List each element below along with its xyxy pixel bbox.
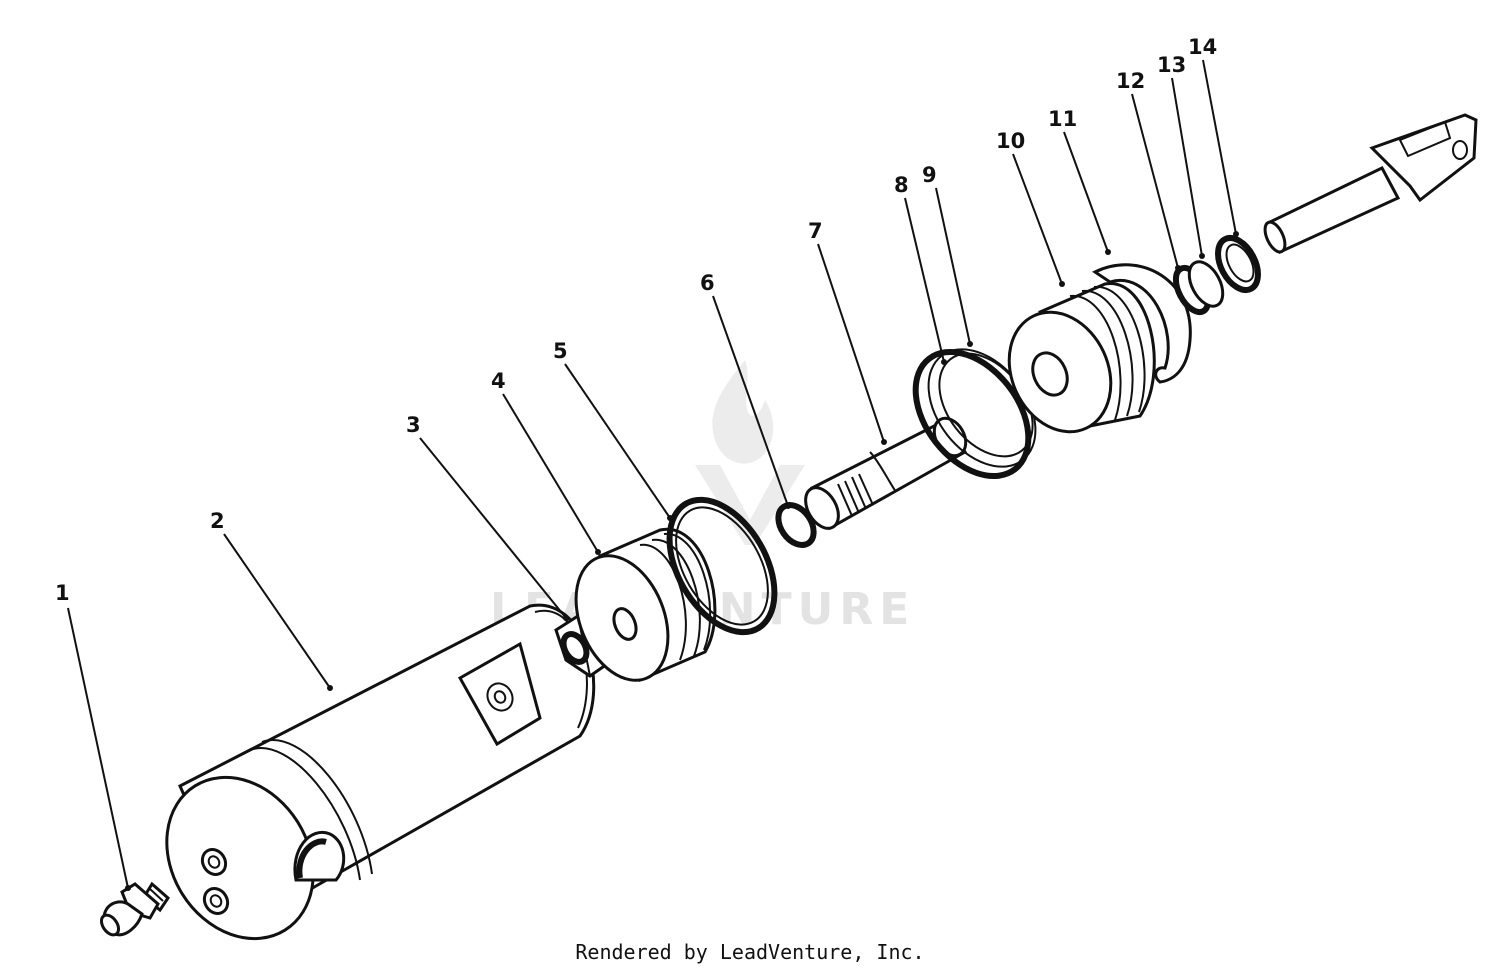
part-13-washer <box>1187 260 1225 308</box>
part-6-o-ring <box>775 502 817 548</box>
part-10-gland <box>1007 282 1156 434</box>
flame-logo-icon <box>712 360 774 464</box>
part-8-ring <box>912 348 1032 480</box>
leader-9 <box>935 187 971 345</box>
leader-11 <box>1063 131 1109 253</box>
callout-3: 3 <box>406 413 421 437</box>
leader-6 <box>712 295 789 507</box>
part-14-wiper <box>1215 235 1261 293</box>
leader-13 <box>1171 77 1203 257</box>
leader-endpoints <box>125 231 1239 891</box>
leader-14 <box>1202 59 1237 235</box>
part-7-piston-rod <box>804 416 968 531</box>
callout-labels: 1 2 3 4 5 6 7 8 9 10 11 12 13 14 <box>55 35 1217 605</box>
v-logo-icon <box>695 465 805 545</box>
part-11-retaining-ring <box>1091 263 1192 384</box>
leader-3 <box>419 437 567 619</box>
callout-5: 5 <box>553 339 568 363</box>
clevis-rod <box>1263 113 1478 255</box>
callout-8: 8 <box>894 173 909 197</box>
leader-8 <box>904 197 945 363</box>
callout-13: 13 <box>1157 53 1186 77</box>
part-1-grease-fitting <box>99 881 170 937</box>
callout-1: 1 <box>55 581 70 605</box>
callout-7: 7 <box>808 219 823 243</box>
part-4-piston <box>574 527 717 683</box>
leader-2 <box>223 533 331 689</box>
callout-4: 4 <box>491 369 506 393</box>
leader-12 <box>1131 93 1179 269</box>
leader-7 <box>817 243 885 443</box>
callout-6: 6 <box>700 271 715 295</box>
callout-14: 14 <box>1188 35 1217 59</box>
callout-12: 12 <box>1116 69 1145 93</box>
part-5-seal-ring <box>666 496 778 636</box>
leader-4 <box>502 393 599 553</box>
callout-11: 11 <box>1048 107 1077 131</box>
callout-9: 9 <box>922 163 937 187</box>
callout-10: 10 <box>996 129 1025 153</box>
leader-5 <box>564 363 671 519</box>
leader-10 <box>1012 153 1063 285</box>
leader-lines <box>67 59 1237 889</box>
part-2-cylinder-body <box>165 603 596 941</box>
callout-2: 2 <box>210 509 225 533</box>
credit-text: Rendered by LeadVenture, Inc. <box>575 940 925 964</box>
leader-1 <box>67 607 129 889</box>
